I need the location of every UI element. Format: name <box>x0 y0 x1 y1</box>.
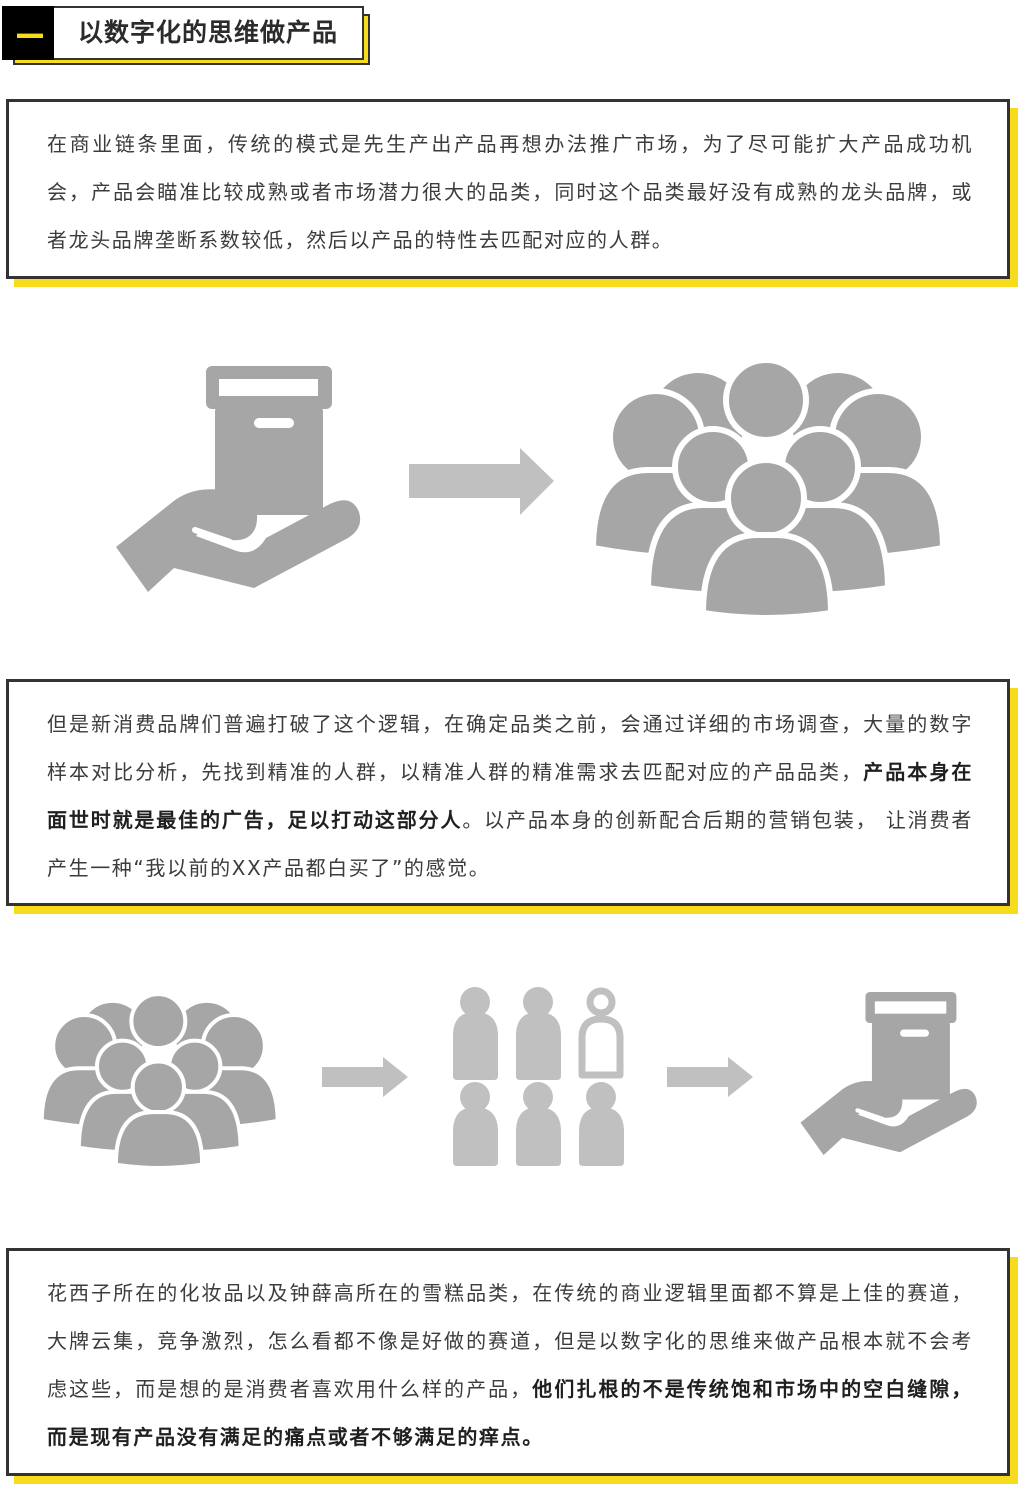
body-text: 花西子所在的化妆品以及钟薛高所在的雪糕品类，在传统的商业逻辑里面都不算是上佳的赛… <box>47 1281 973 1401</box>
people-grid-icon <box>453 986 625 1168</box>
hand-holding-box-icon <box>800 992 980 1158</box>
emphasis-text: 产品本身在面世时就是最佳的广告，足以打动这部分人 <box>47 760 974 832</box>
emphasis-text: 他们扎根的不是传统饱和市场中的空白缝隙，而是现有产品没有满足的痛点或者不够满足的… <box>47 1377 974 1449</box>
card-2: 但是新消费品牌们普遍打破了这个逻辑，在确定品类之前，会通过详细的市场调查，大量的… <box>6 679 1010 906</box>
section-number-dash <box>17 33 43 38</box>
card-1: 在商业链条里面，传统的模式是先生产出产品再想办法推广市场，为了尽可能扩大产品成功… <box>6 99 1010 279</box>
section-title: 以数字化的思维做产品 <box>78 18 339 47</box>
card-3-text: 花西子所在的化妆品以及钟薛高所在的雪糕品类，在传统的商业逻辑里面都不算是上佳的赛… <box>47 1269 973 1461</box>
card-1-text: 在商业链条里面，传统的模式是先生产出产品再想办法推广市场，为了尽可能扩大产品成功… <box>47 120 973 264</box>
crowd-icon <box>38 984 278 1166</box>
hand-holding-box-icon <box>116 366 364 596</box>
body-text: 在商业链条里面，传统的模式是先生产出产品再想办法推广市场，为了尽可能扩大产品成功… <box>47 132 973 252</box>
body-text: 但是新消费品牌们普遍打破了这个逻辑，在确定品类之前，会通过详细的市场调查，大量的… <box>47 712 973 784</box>
section-number-badge <box>2 6 54 60</box>
arrow-right-icon <box>409 448 554 515</box>
arrow-right-icon <box>667 1057 753 1097</box>
card-3: 花西子所在的化妆品以及钟薛高所在的雪糕品类，在传统的商业逻辑里面都不算是上佳的赛… <box>6 1248 1010 1476</box>
title-badge <box>2 6 364 60</box>
arrow-right-icon <box>322 1057 408 1097</box>
crowd-icon <box>588 345 943 615</box>
card-2-text: 但是新消费品牌们普遍打破了这个逻辑，在确定品类之前，会通过详细的市场调查，大量的… <box>47 700 973 892</box>
body-text: 。以产品本身的创新配合后期的营销包装， 让消费者产生一种“我以前的XX产品都白买… <box>47 808 973 880</box>
